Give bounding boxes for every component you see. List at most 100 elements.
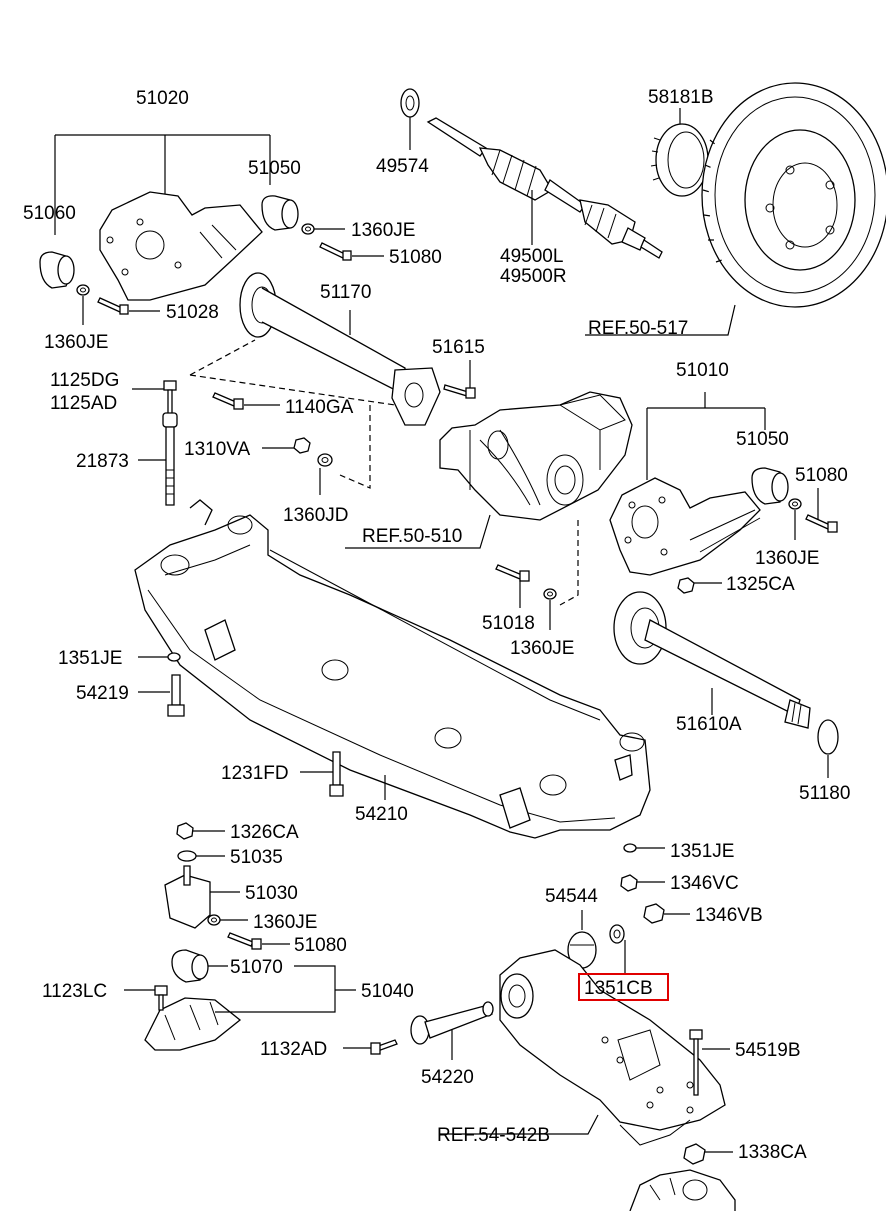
label-51010: 51010: [676, 360, 729, 381]
bump-stop-54544: [567, 910, 597, 969]
label-1231FD: 1231FD: [221, 763, 289, 784]
label-54220: 54220: [421, 1067, 474, 1088]
label-ref545242B: REF.54-542B: [437, 1125, 550, 1146]
crossmember-54210: [134, 499, 651, 839]
bushing-51070: [171, 949, 228, 983]
label-54519B: 54519B: [735, 1040, 801, 1061]
label-51040: 51040: [361, 981, 414, 1002]
bushing-51060: [39, 251, 75, 289]
drive-shaft-49500: [426, 117, 663, 259]
label-1360JD: 1360JD: [283, 505, 349, 526]
mount-bracket-51020: [54, 134, 271, 301]
label-49500L: 49500L: [500, 246, 563, 267]
bolt-51615: [443, 360, 476, 399]
label-1125DG: 1125DG: [50, 370, 119, 391]
label-51018: 51018: [482, 613, 535, 634]
label-1360JE-c: 1360JE: [755, 548, 819, 569]
bolt-54219: [138, 674, 185, 717]
axle-tube-51170: [239, 272, 441, 426]
label-51028: 51028: [166, 302, 219, 323]
label-1351JE-a: 1351JE: [58, 648, 122, 669]
bolt-51028: [97, 297, 160, 315]
washer-1351CB: [609, 924, 626, 975]
nut-1326CA: [176, 822, 225, 840]
dashed-guide-3: [559, 520, 579, 606]
bolt-51080-b: [805, 488, 838, 533]
label-1140GA: 1140GA: [285, 397, 354, 418]
pin-54220: [410, 1001, 494, 1060]
stud-21873: [138, 412, 178, 506]
bolt-54519B: [689, 1029, 730, 1096]
washer-51035: [177, 850, 225, 862]
label-51070: 51070: [230, 957, 283, 978]
label-51050-top: 51050: [248, 158, 301, 179]
label-1310VA: 1310VA: [184, 439, 251, 460]
o-ring-51180: [817, 719, 839, 778]
bracket-51030: [164, 865, 240, 929]
differential-housing: [345, 391, 633, 549]
label-1360JE-b: 1360JE: [44, 332, 108, 353]
bolt-1140GA: [212, 392, 280, 410]
bolt-51080-c: [227, 932, 290, 950]
label-1326CA: 1326CA: [230, 822, 299, 843]
label-54210: 54210: [355, 804, 408, 825]
dashed-guide-1: [189, 339, 396, 406]
label-51080-a: 51080: [389, 247, 442, 268]
nut-1338CA: [683, 1143, 733, 1165]
label-1346VB: 1346VB: [695, 905, 763, 926]
label-54544: 54544: [545, 886, 598, 907]
highlight-box-1351CB: [578, 973, 669, 1001]
nut-1325CA: [677, 577, 722, 594]
label-58181B: 58181B: [648, 87, 714, 108]
label-51080-b: 51080: [795, 465, 848, 486]
label-1360JE-e: 1360JE: [253, 912, 317, 933]
label-1360JE-a: 1360JE: [351, 220, 415, 241]
label-54219: 54219: [76, 683, 129, 704]
washer-1360JE-c: [788, 498, 802, 540]
label-51035: 51035: [230, 847, 283, 868]
washer-1360JE-e: [207, 914, 248, 926]
label-51170: 51170: [320, 282, 371, 303]
dashed-guide-2: [339, 405, 371, 489]
nut-1351JE-b: [623, 843, 665, 853]
label-1132AD: 1132AD: [260, 1039, 327, 1060]
seal-49574: [400, 88, 420, 150]
label-51030: 51030: [245, 883, 298, 904]
nut-1346VB: [643, 903, 690, 924]
nut-1346VC: [620, 874, 665, 892]
bolt-1123LC: [124, 985, 168, 1011]
label-49500R: 49500R: [500, 266, 567, 287]
bearing-ring-58181B: [650, 108, 709, 197]
label-51615: 51615: [432, 337, 485, 358]
label-51180: 51180: [799, 783, 850, 804]
label-51060: 51060: [23, 203, 76, 224]
nut-1351JE-a: [138, 652, 181, 662]
label-1325CA: 1325CA: [726, 574, 795, 595]
ball-joint: [629, 1169, 736, 1211]
label-1346VC: 1346VC: [670, 873, 739, 894]
mount-bracket-51010: [609, 392, 766, 576]
washer-1360JE-b: [76, 284, 90, 325]
bolt-51080-a: [319, 242, 384, 261]
label-1360JE-d: 1360JE: [510, 638, 574, 659]
label-51610A: 51610A: [676, 714, 742, 735]
label-51050-mid: 51050: [736, 429, 789, 450]
bracket-51040: [144, 965, 356, 1051]
label-1338CA: 1338CA: [738, 1142, 807, 1163]
label-1125AD: 1125AD: [50, 393, 117, 414]
label-51080-c: 51080: [294, 935, 347, 956]
label-21873: 21873: [76, 451, 129, 472]
label-1351CB: 1351CB: [584, 978, 653, 999]
bushing-51050-top: [261, 195, 299, 231]
bolt-1132AD: [343, 1039, 398, 1055]
washer-1360JD: [317, 453, 333, 495]
half-shaft-51610A: [613, 591, 811, 729]
washer-1360JE-d: [543, 588, 557, 630]
bolt-1231FD: [300, 751, 344, 797]
bushing-51050-mid: [751, 467, 789, 505]
bolt-51018: [495, 564, 530, 608]
label-1351JE-b: 1351JE: [670, 841, 734, 862]
label-1123LC: 1123LC: [42, 981, 107, 1002]
label-ref50517: REF.50-517: [588, 318, 688, 339]
